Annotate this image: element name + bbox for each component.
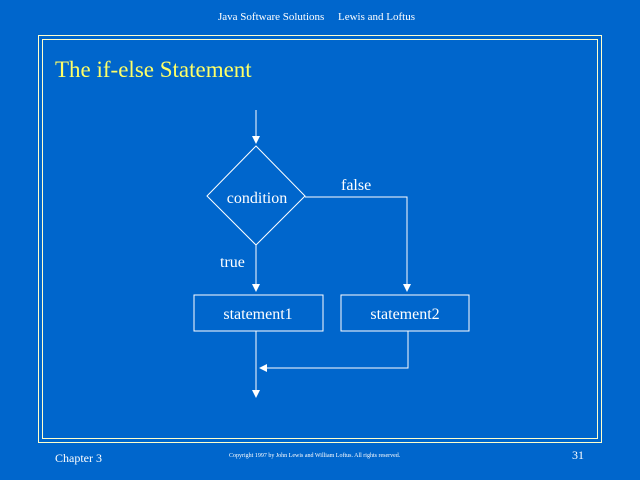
false-label: false: [341, 177, 371, 194]
slide-frame-inner: [42, 39, 598, 439]
slide-header: Java Software Solutions Lewis and Loftus: [0, 11, 640, 25]
statement2-box: [340, 294, 470, 332]
page-number: 31: [572, 448, 584, 462]
footer-copyright: Copyright 1997 by John Lewis and William…: [229, 453, 401, 459]
slide-title: The if-else Statement: [55, 57, 252, 82]
statement1-box: [193, 294, 324, 332]
statement1-label: statement1: [223, 306, 292, 323]
footer-chapter: Chapter 3: [55, 451, 102, 465]
true-label: true: [220, 254, 245, 271]
statement2-label: statement2: [370, 306, 439, 323]
authors: Lewis and Loftus: [338, 11, 415, 23]
slide-frame-outer: [38, 35, 602, 443]
book-title: Java Software Solutions: [218, 11, 325, 23]
condition-label: condition: [227, 190, 287, 207]
merge-arrow: [259, 331, 409, 372]
false-arrow: [305, 196, 411, 292]
